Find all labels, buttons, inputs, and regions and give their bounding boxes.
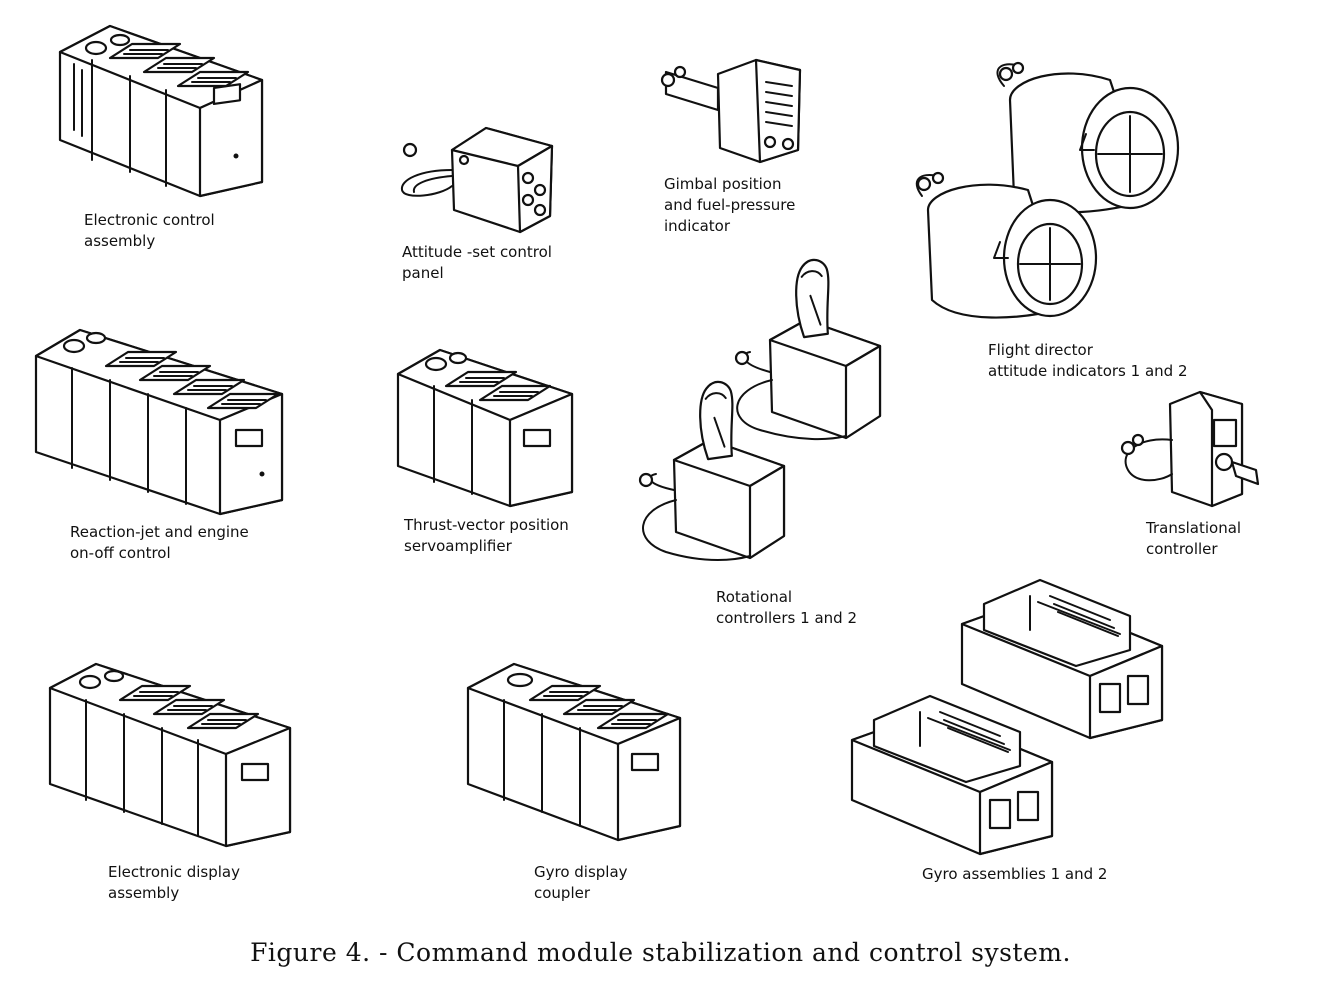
attitude-set-control-panel-illustration	[400, 126, 554, 234]
label-translational-controller: Translational controller	[1146, 519, 1242, 558]
label-gyro-assemblies: Gyro assemblies 1 and 2	[922, 865, 1108, 883]
label-thrust-vector-servoamplifier: Thrust-vector position servoamplifier	[404, 516, 569, 555]
label-reaction-jet-engine-control: Reaction-jet and engine on-off control	[70, 523, 249, 562]
gyro-display-coupler-illustration	[466, 662, 682, 842]
label-attitude-set-control-panel: Attitude -set control panel	[402, 243, 552, 282]
gyro-assemblies-illustration	[850, 578, 1164, 856]
rotational-controllers-illustration	[638, 257, 882, 561]
label-gimbal-position-indicator: Gimbal position and fuel-pressure indica…	[664, 175, 796, 235]
electronic-control-assembly-illustration	[58, 24, 264, 198]
electronic-display-assembly-illustration	[48, 662, 292, 848]
label-rotational-controllers: Rotational controllers 1 and 2	[716, 588, 857, 627]
label-electronic-control-assembly: Electronic control assembly	[84, 211, 215, 250]
figure-caption: Figure 4. - Command module stabilization…	[250, 938, 1071, 967]
label-flight-director-attitude-indicators: Flight director attitude indicators 1 an…	[988, 341, 1188, 380]
translational-controller-illustration	[1120, 390, 1260, 508]
gimbal-position-indicator-illustration	[660, 58, 802, 164]
label-gyro-display-coupler: Gyro display coupler	[534, 863, 628, 902]
reaction-jet-control-illustration	[34, 328, 284, 516]
label-electronic-display-assembly: Electronic display assembly	[108, 863, 240, 902]
flight-director-attitude-indicators-illustration	[915, 61, 1180, 319]
thrust-vector-servoamplifier-illustration	[396, 348, 574, 508]
